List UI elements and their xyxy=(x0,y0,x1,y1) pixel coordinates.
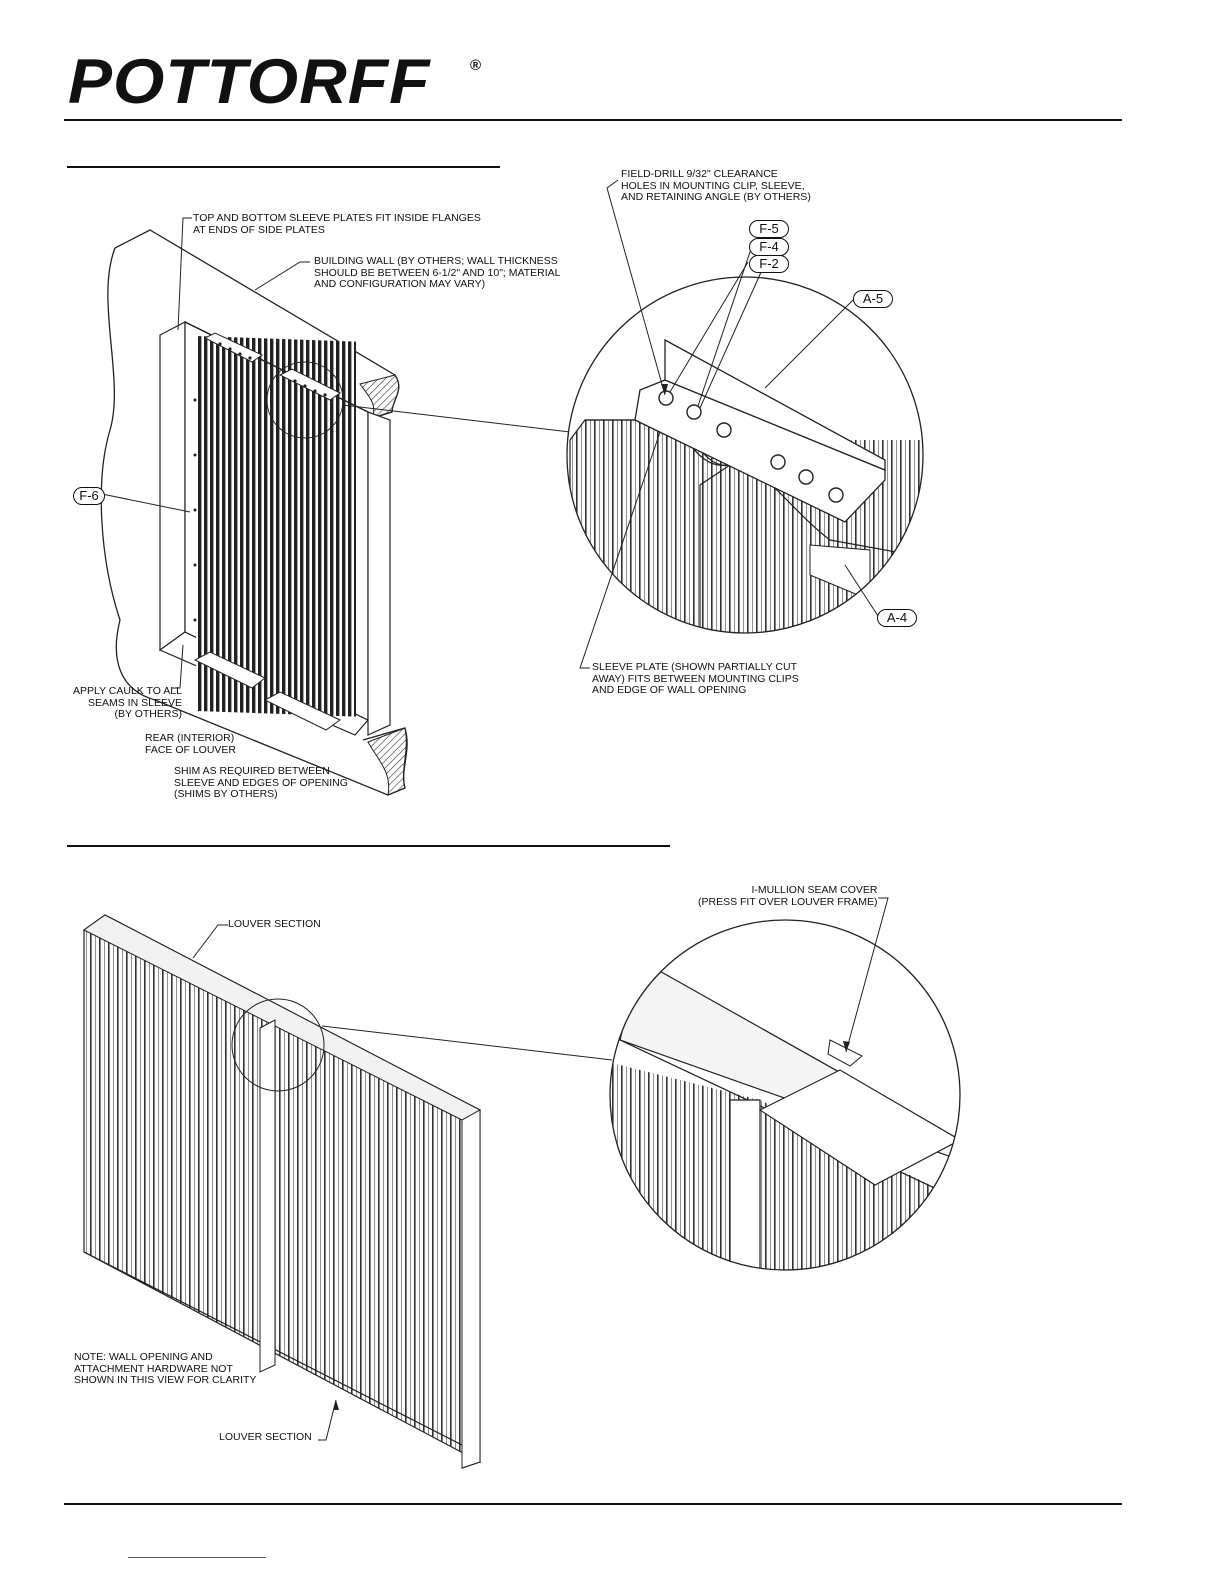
callout-louver-section-bottom: LOUVER SECTION xyxy=(219,1431,312,1443)
clip-bolts xyxy=(193,342,327,622)
callout-rear-face: REAR (INTERIOR) FACE OF LOUVER xyxy=(145,732,237,756)
wall-hatch-bottom xyxy=(367,727,408,796)
section2-title-rule xyxy=(67,845,670,847)
mounting-clips xyxy=(193,332,341,731)
callout-shim: SHIM AS REQUIRED BETWEEN SLEEVE AND EDGE… xyxy=(174,765,348,800)
tag-f5: F-5 xyxy=(749,220,789,238)
leader-lines-2 xyxy=(192,897,889,1441)
leader-lines-1 xyxy=(101,179,879,689)
callout-top-bottom-plates: TOP AND BOTTOM SLEEVE PLATES FIT INSIDE … xyxy=(193,212,481,236)
callout-building-wall: BUILDING WALL (BY OTHERS; WALL THICKNESS… xyxy=(314,255,561,290)
callout-sleeve-plate: SLEEVE PLATE (SHOWN PARTIALLY CUT AWAY) … xyxy=(592,661,799,696)
header-rule xyxy=(64,119,1122,121)
detail-view-2 xyxy=(609,919,961,1271)
section1-title-rule xyxy=(67,166,500,168)
footer-rule xyxy=(64,1503,1122,1505)
detail-view-1 xyxy=(566,276,924,634)
callout-note: NOTE: WALL OPENING AND ATTACHMENT HARDWA… xyxy=(74,1351,257,1386)
arrowheads xyxy=(333,384,850,1410)
detail-circle-1 xyxy=(266,361,344,439)
footer-link-underline xyxy=(128,1557,266,1558)
tag-a5: A-5 xyxy=(853,290,893,308)
callout-apply-caulk: APPLY CAULK TO ALL SEAMS IN SLEEVE (BY O… xyxy=(73,685,182,720)
louver-assembly-drawing xyxy=(83,914,613,1469)
tag-a4: A-4 xyxy=(877,609,917,627)
callout-louver-section-top: LOUVER SECTION xyxy=(228,918,321,930)
wall-hatch-top xyxy=(359,374,400,419)
louver-blades xyxy=(196,336,356,717)
tag-f4: F-4 xyxy=(749,238,789,256)
tag-f2: F-2 xyxy=(749,255,789,273)
tag-f6: F-6 xyxy=(73,487,105,505)
callout-field-drill: FIELD-DRILL 9/32" CLEARANCE HOLES IN MOU… xyxy=(621,168,811,203)
detail-bolts xyxy=(658,390,844,503)
registered-mark: ® xyxy=(470,57,482,74)
brand-logo: POTTORFF xyxy=(68,46,431,117)
callout-i-mullion: I-MULLION SEAM COVER (PRESS FIT OVER LOU… xyxy=(698,884,878,908)
